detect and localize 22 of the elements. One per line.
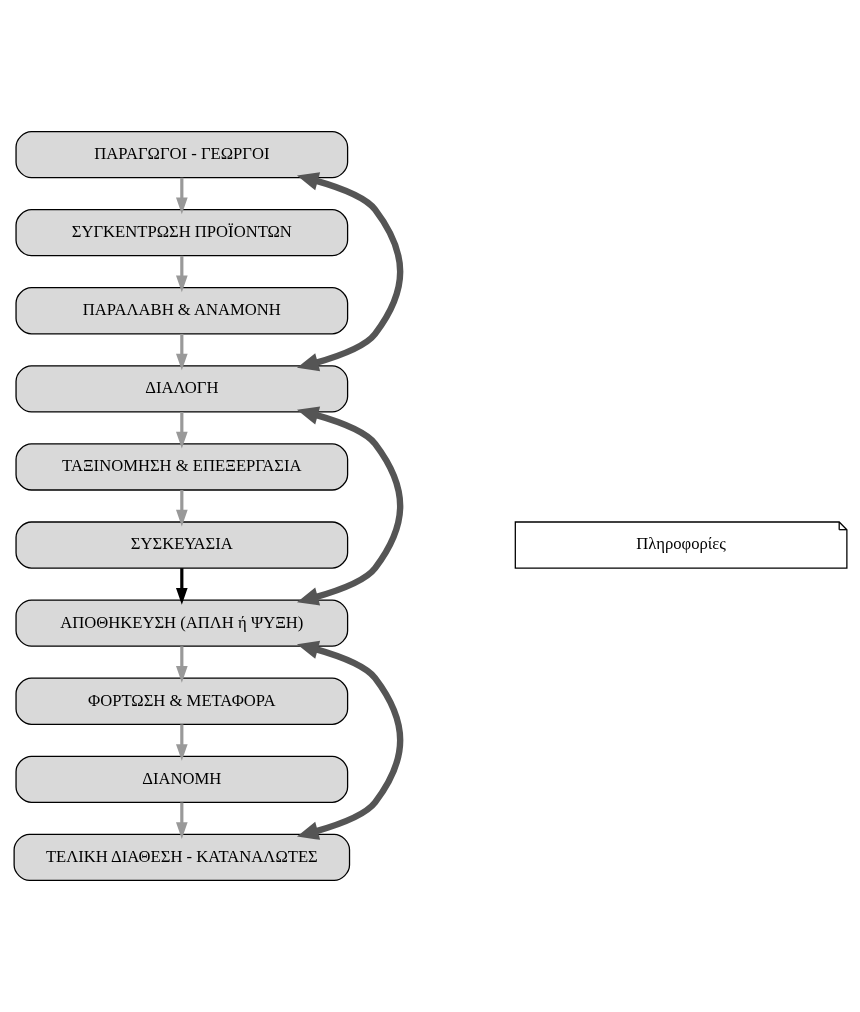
arrow (175, 490, 188, 527)
arrow (296, 640, 403, 840)
arrow (175, 724, 188, 761)
node-box: ΑΠΟΘΗΚΕΥΣΗ (ΑΠΛΗ ή ΨΥΞΗ) (14, 599, 348, 647)
node-box: ΔΙΑΝΟΜΗ (14, 755, 348, 803)
node-box: ΦΟΡΤΩΣΗ & ΜΕΤΑΦΟΡΑ (14, 677, 348, 725)
node-box: ΔΙΑΛΟΓΗ (14, 365, 348, 413)
node-box: ΣΥΓΚΕΝΤΡΩΣΗ ΠΡΟΪΟΝΤΩΝ (14, 209, 348, 257)
arrow (296, 406, 403, 606)
arrow (175, 568, 188, 605)
node-box: ΤΑΞΙΝΟΜΗΣΗ & ΕΠΕΞΕΡΓΑΣΙΑ (14, 443, 348, 491)
arrow (296, 172, 403, 372)
arrow (175, 333, 188, 371)
arrow (175, 802, 188, 839)
node-box: ΣΥΣΚΕΥΑΣΙΑ (14, 521, 348, 569)
node-box: ΠΑΡΑΓΩΓΟΙ - ΓΕΩΡΓΟΙ (14, 130, 348, 179)
node-box: ΤΕΛΙΚΗ ΔΙΑΘΕΣΗ - ΚΑΤΑΝΑΛΩΤΕΣ (12, 833, 350, 882)
arrow (175, 646, 188, 683)
arrow (175, 412, 188, 449)
arrow (175, 255, 188, 293)
arrow (175, 177, 188, 215)
node-box: ΠΑΡΑΛΑΒΗ & ΑΝΑΜΟΝΗ (14, 287, 348, 335)
